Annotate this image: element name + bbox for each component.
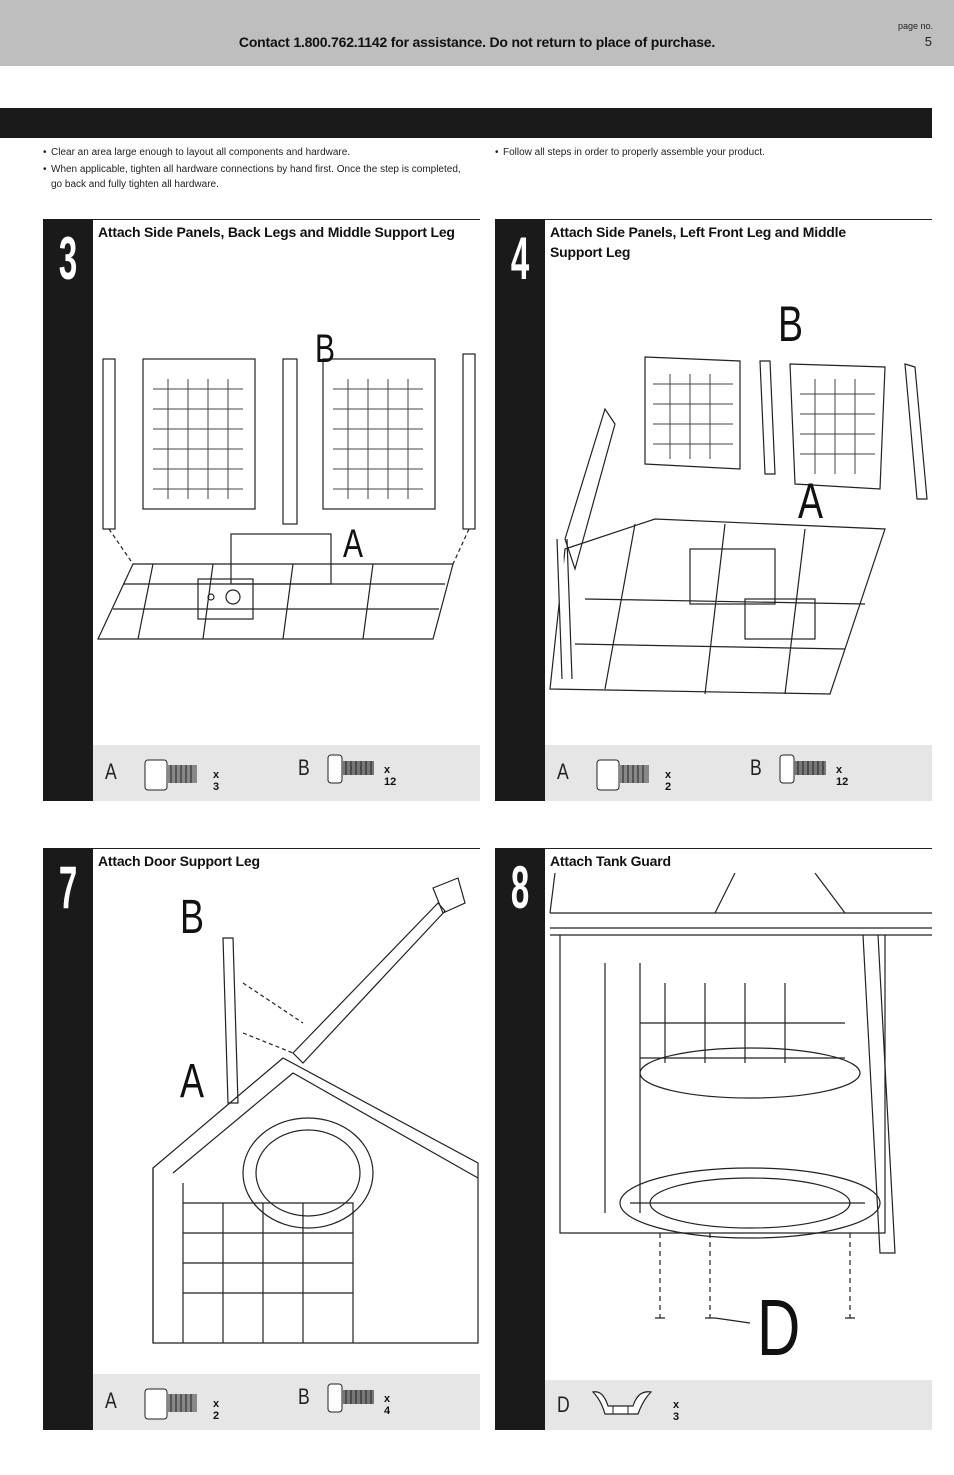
bolt-short-icon [144,759,197,791]
tip-item: Follow all steps in order to properly as… [495,145,925,160]
step-4-illustration [549,356,928,695]
step-number: 8 [510,854,530,921]
bolt-long-icon [327,1383,374,1413]
hardware-qty: x 3 [673,1399,680,1423]
step-8: 8 Attach Tank Guard D D x 3 [495,848,932,1430]
step-7-illustration [152,877,479,1344]
step-3: 3 Attach Side Panels, Back Legs and Midd… [43,219,480,801]
hardware-qty: x 12 [384,764,397,788]
hardware-qty: x 2 [665,769,672,793]
step-4: 4 Attach Side Panels, Left Front Leg and… [495,219,932,801]
hardware-bar: A x 2 B x 12 [545,745,932,801]
hardware-qty: x 3 [213,769,220,793]
hardware-letter: A [557,759,569,784]
callout-label: D [757,1283,801,1372]
step-number: 7 [58,854,78,921]
hardware-letter: B [298,755,310,780]
step-title: Attach Side Panels, Back Legs and Middle… [98,224,455,240]
callout-label: A [180,1055,205,1108]
step-title: Attach Tank Guard [550,853,671,869]
bolt-short-icon [596,759,649,791]
hardware-qty: x 12 [836,764,849,788]
bolt-long-icon [327,754,374,784]
hardware-bar: A x 2 B x 4 [93,1374,480,1430]
callout-label: A [343,522,364,566]
step-3-illustration [97,353,476,640]
hardware-qty: x 4 [384,1393,391,1417]
hardware-qty: x 2 [213,1398,220,1422]
header-bar: Contact 1.800.762.1142 for assistance. D… [0,0,954,66]
tip-item: When applicable, tighten all hardware co… [43,162,473,192]
contact-text: Contact 1.800.762.1142 for assistance. D… [238,34,716,50]
callout-label: B [180,891,205,944]
tip-item: Clear an area large enough to layout all… [43,145,473,160]
hardware-bar: D x 3 [545,1380,932,1430]
hardware-letter: B [750,755,762,780]
hardware-letter: B [298,1384,310,1409]
hardware-letter: A [105,759,117,784]
tips-left: Clear an area large enough to layout all… [43,145,473,192]
tips-right: Follow all steps in order to properly as… [495,145,925,160]
callout-label: B [315,327,336,371]
clip-icon [591,1391,653,1415]
page-label: page no. [897,21,933,31]
section-bar [0,108,932,138]
step-8-illustration [549,873,932,1324]
page-number: 5 [924,34,932,49]
bolt-short-icon [144,1388,197,1420]
callout-label: B [778,296,804,352]
hardware-bar: A x 3 B x 12 [93,745,480,801]
hardware-letter: D [557,1392,570,1417]
step-title: Attach Side Panels, Left Front Leg and M… [550,224,846,260]
step-title: Attach Door Support Leg [98,853,260,869]
bolt-long-icon [779,754,826,784]
step-7: 7 Attach Door Support Leg B A A x 2 B x … [43,848,480,1430]
callout-label: A [798,473,824,529]
step-number: 4 [510,225,530,292]
step-number: 3 [58,225,78,292]
hardware-letter: A [105,1388,117,1413]
